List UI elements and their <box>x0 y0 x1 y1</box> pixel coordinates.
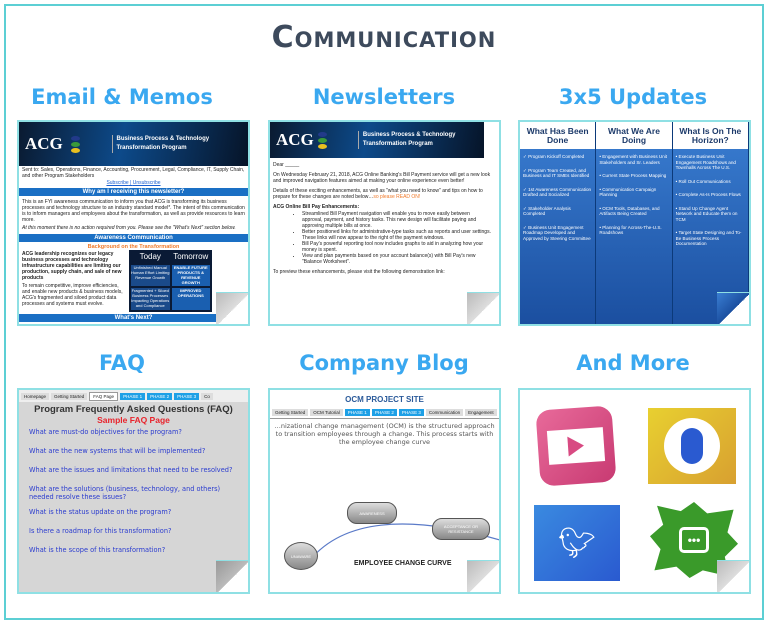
ocm-intro: …nizational change management (OCM) is t… <box>274 422 495 446</box>
why-header: Why am I receiving this newsletter? <box>19 188 248 196</box>
leadership-text: ACG leadership recognizes our legacy bus… <box>22 251 122 281</box>
column-doing: What We Are Doing • Engagement with Busi… <box>596 122 673 324</box>
node-acceptance: ACCEPTANCE OR RESISTANCE <box>432 518 490 540</box>
microphone-icon <box>648 408 736 484</box>
unsubscribe-link[interactable]: Unsubscribe <box>132 180 161 186</box>
site-title: OCM PROJECT SITE <box>345 395 424 404</box>
tab-phase-1[interactable]: PHASE 1 <box>120 392 146 400</box>
email-memo-thumbnail[interactable]: ACG Business Process & Technology Transf… <box>17 120 250 326</box>
page-curl <box>216 560 248 592</box>
faq-title: Program Frequently Asked Questions (FAQ) <box>34 404 233 415</box>
page-curl <box>467 560 499 592</box>
video-play-icon <box>535 405 617 487</box>
heading-updates: 3x5 Updates <box>558 85 708 109</box>
faq-question[interactable]: What are the issues and limitations that… <box>29 466 233 474</box>
page-curl <box>216 292 248 324</box>
tab-getting-started[interactable]: Getting Started <box>272 409 309 416</box>
page-title: Communication <box>271 20 497 55</box>
whats-next-header: What's Next? <box>19 314 248 322</box>
intro-paragraph: On Wednesday February 21, 2018, ACG Onli… <box>273 172 491 184</box>
newsletter-banner: ACG Business Process & Technology Transf… <box>270 122 484 158</box>
awareness-header: Awareness Communication <box>19 234 248 242</box>
page-curl <box>467 292 499 324</box>
email-banner: ACG Business Process & Technology Transf… <box>19 122 248 166</box>
read-on: so please READ ON! <box>373 194 421 200</box>
enhancements-heading: ACG Online Bill Pay Enhancements: <box>273 204 360 210</box>
program-name: Business Process & Technology Transforma… <box>357 131 478 149</box>
logo-dots-icon <box>318 131 328 150</box>
node-awareness: AWARENESS <box>347 502 397 524</box>
twitter-bird-icon: 🐦︎ <box>534 505 620 581</box>
faq-subtitle: Sample FAQ Page <box>97 415 170 425</box>
faq-question[interactable]: What are the new systems that will be im… <box>29 447 206 455</box>
enhancement-item: Bill Pay's powerful reporting tool now i… <box>302 241 491 253</box>
faq-question[interactable]: Is there a roadmap for this transformati… <box>29 527 172 535</box>
faq-question[interactable]: What is the scope of this transformation… <box>29 546 166 554</box>
slide-border <box>4 4 764 620</box>
tab-engagement[interactable]: Engagement <box>465 409 497 416</box>
salutation: Dear _____ <box>273 162 300 168</box>
tab-faq[interactable]: FAQ Page <box>89 391 119 401</box>
preview-text: To preview these enhancements, please vi… <box>273 269 445 275</box>
logo-dots-icon <box>70 135 82 154</box>
why-body: This is an FYI awareness communication t… <box>22 199 245 223</box>
heading-faq: FAQ <box>98 351 146 375</box>
background-subhead: Background on the Transformation <box>87 244 180 250</box>
faq-question[interactable]: What are must-do objectives for the prog… <box>29 428 182 436</box>
heading-newsletters: Newsletters <box>312 85 456 109</box>
heading-company-blog: Company Blog <box>299 351 469 375</box>
page-curl <box>717 560 749 592</box>
program-name: Business Process & Technology Transforma… <box>111 135 242 153</box>
heading-email-memos: Email & Memos <box>31 85 213 109</box>
curve-label: EMPLOYEE CHANGE CURVE <box>354 560 452 567</box>
enhancement-item: View and plan payments based on your acc… <box>302 253 491 265</box>
tab-communication[interactable]: Communication <box>425 409 464 416</box>
tab-homepage[interactable]: Homepage <box>21 392 50 400</box>
updates-thumbnail[interactable]: What Has Been Done ✓ Program Kickoff Com… <box>518 120 751 326</box>
node-unaware: UNAWARE <box>284 542 318 570</box>
enhancement-item: Better positioned links for administrati… <box>302 229 491 241</box>
tab-phase-3[interactable]: PHASE 3 <box>398 409 424 416</box>
faq-question[interactable]: What is the status update on the program… <box>29 508 172 516</box>
tab-phase-2[interactable]: PHASE 2 <box>147 392 173 400</box>
tab-getting-started[interactable]: Getting Started <box>51 392 88 400</box>
tab-more[interactable]: Co <box>201 392 213 400</box>
subscribe-link[interactable]: Subscribe <box>106 180 129 186</box>
tab-ocm-tutorial[interactable]: OCM Tutorial <box>310 409 343 416</box>
page-curl <box>717 292 749 324</box>
tab-phase-2[interactable]: PHASE 2 <box>371 409 397 416</box>
enhancement-item: Streamlined Bill Payment navigation will… <box>302 211 491 229</box>
tab-phase-3[interactable]: PHASE 3 <box>174 392 200 400</box>
action-note: At this moment there is no action requir… <box>22 225 236 231</box>
competitive-text: To remain competitive, improve efficienc… <box>22 283 123 307</box>
faq-question[interactable]: What are the solutions (business, techno… <box>29 485 221 501</box>
sent-to: Sent to: Sales, Operations, Finance, Acc… <box>22 167 245 179</box>
acg-logo: ACG <box>276 130 314 149</box>
column-horizon: What Is On The Horizon? • Execute Busine… <box>672 122 749 324</box>
acg-logo: ACG <box>25 134 63 153</box>
and-more-thumbnail[interactable]: 🐦︎ ••• <box>518 388 751 594</box>
heading-and-more: And More <box>576 351 690 375</box>
details-paragraph: Details of these exciting enhancements, … <box>273 188 483 200</box>
tab-phase-1[interactable]: PHASE 1 <box>344 409 370 416</box>
column-done: What Has Been Done ✓ Program Kickoff Com… <box>520 122 597 324</box>
newsletter-thumbnail[interactable]: ACG Business Process & Technology Transf… <box>268 120 501 326</box>
